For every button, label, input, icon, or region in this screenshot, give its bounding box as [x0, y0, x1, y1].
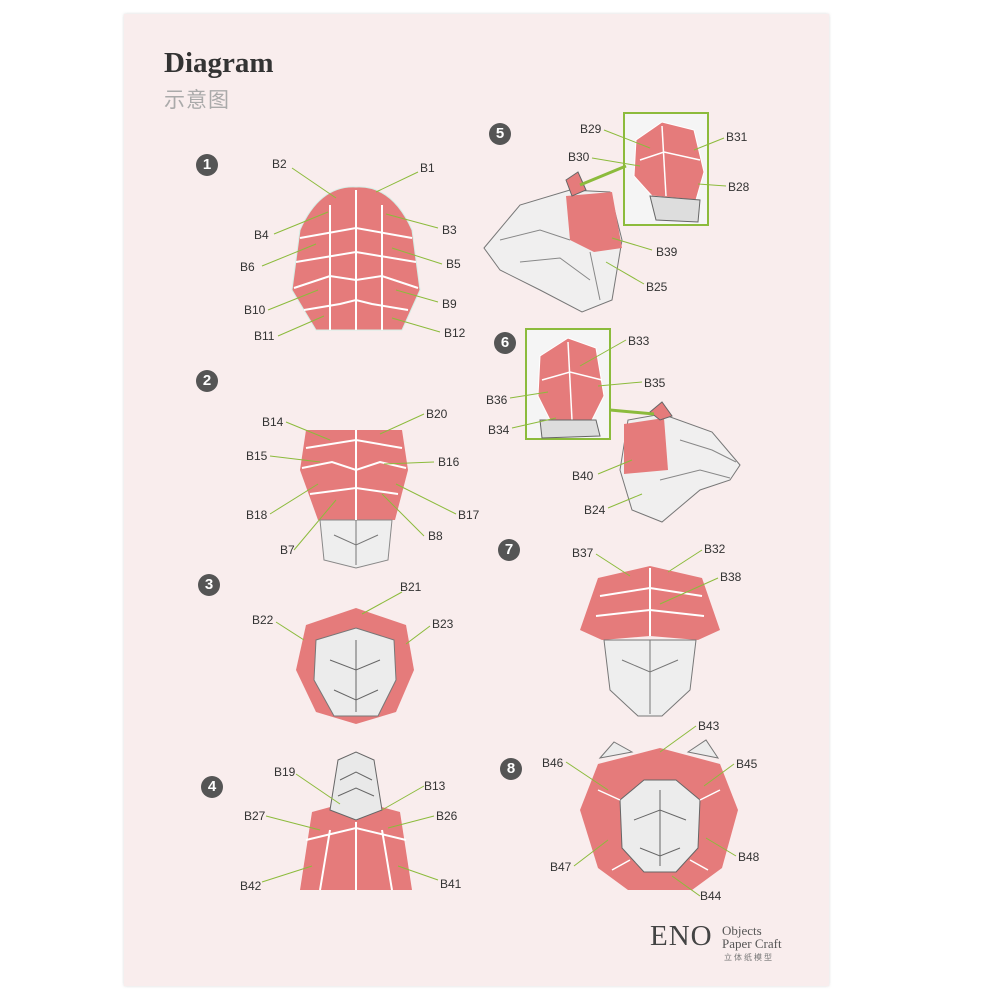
brand-line-3: 立体纸模型	[724, 953, 774, 962]
part-label: B38	[720, 570, 742, 584]
part-label: B27	[244, 809, 266, 823]
part-label: B30	[568, 150, 590, 164]
step-1-badge: 1	[196, 154, 218, 176]
step-5-illustration	[483, 112, 709, 313]
brand-line-1: Objects	[722, 923, 762, 938]
part-label: B17	[458, 508, 480, 522]
page-title: Diagram	[164, 47, 274, 79]
part-label: B11	[254, 329, 275, 343]
part-label: B16	[438, 455, 460, 469]
step-8-badge: 8	[500, 758, 522, 780]
step-3-illustration	[296, 608, 414, 724]
part-label: B43	[698, 719, 720, 733]
part-label: B42	[240, 879, 262, 893]
part-label: B44	[700, 889, 722, 903]
part-label: B21	[400, 580, 422, 594]
part-label: B24	[584, 503, 606, 517]
part-label: B28	[728, 180, 750, 194]
part-label: B39	[656, 245, 678, 259]
part-label: B48	[738, 850, 760, 864]
part-label: B12	[444, 326, 466, 340]
step-6-illustration	[525, 328, 741, 523]
part-label: B31	[726, 130, 748, 144]
brand-line-2: Paper Craft	[722, 936, 782, 951]
part-label: B5	[446, 257, 461, 271]
part-label: B37	[572, 546, 594, 560]
part-label: B41	[440, 877, 462, 891]
step-7-illustration	[580, 566, 720, 717]
part-label: B20	[426, 407, 448, 421]
part-label: B18	[246, 508, 268, 522]
part-label: B2	[272, 157, 287, 171]
step-7-badge: 7	[498, 539, 520, 561]
part-label: B25	[646, 280, 668, 294]
part-label: B45	[736, 757, 758, 771]
page-subtitle: 示意图	[164, 88, 230, 112]
step-1-illustration	[291, 186, 421, 331]
leader-lines	[261, 129, 737, 897]
part-label: B6	[240, 260, 255, 274]
step-6-badge: 6	[494, 332, 516, 354]
step-2-illustration	[300, 430, 408, 569]
part-label: B23	[432, 617, 454, 631]
part-label: B15	[246, 449, 268, 463]
part-label: B47	[550, 860, 572, 874]
part-label: B1	[420, 161, 435, 175]
part-label: B36	[486, 393, 508, 407]
part-label: B34	[488, 423, 510, 437]
brand-name: ENO	[650, 920, 713, 952]
step-8-illustration	[580, 739, 738, 890]
part-label: B22	[252, 613, 274, 627]
part-label: B33	[628, 334, 650, 348]
part-label: B26	[436, 809, 458, 823]
part-label: B40	[572, 469, 594, 483]
step-5-badge: 5	[489, 123, 511, 145]
step-2-badge: 2	[196, 370, 218, 392]
step-4-badge: 4	[201, 776, 223, 798]
part-label: B29	[580, 122, 602, 136]
part-label: B7	[280, 543, 295, 557]
part-label: B9	[442, 297, 457, 311]
part-label: B3	[442, 223, 457, 237]
part-label: B35	[644, 376, 666, 390]
part-label: B46	[542, 756, 564, 770]
part-label: B19	[274, 765, 296, 779]
part-label: B32	[704, 542, 726, 556]
part-label: B8	[428, 529, 443, 543]
part-label: B13	[424, 779, 446, 793]
part-label: B14	[262, 415, 284, 429]
step-3-badge: 3	[198, 574, 220, 596]
part-label: B4	[254, 228, 269, 242]
part-label: B10	[244, 303, 266, 317]
step-4-illustration	[300, 751, 412, 891]
